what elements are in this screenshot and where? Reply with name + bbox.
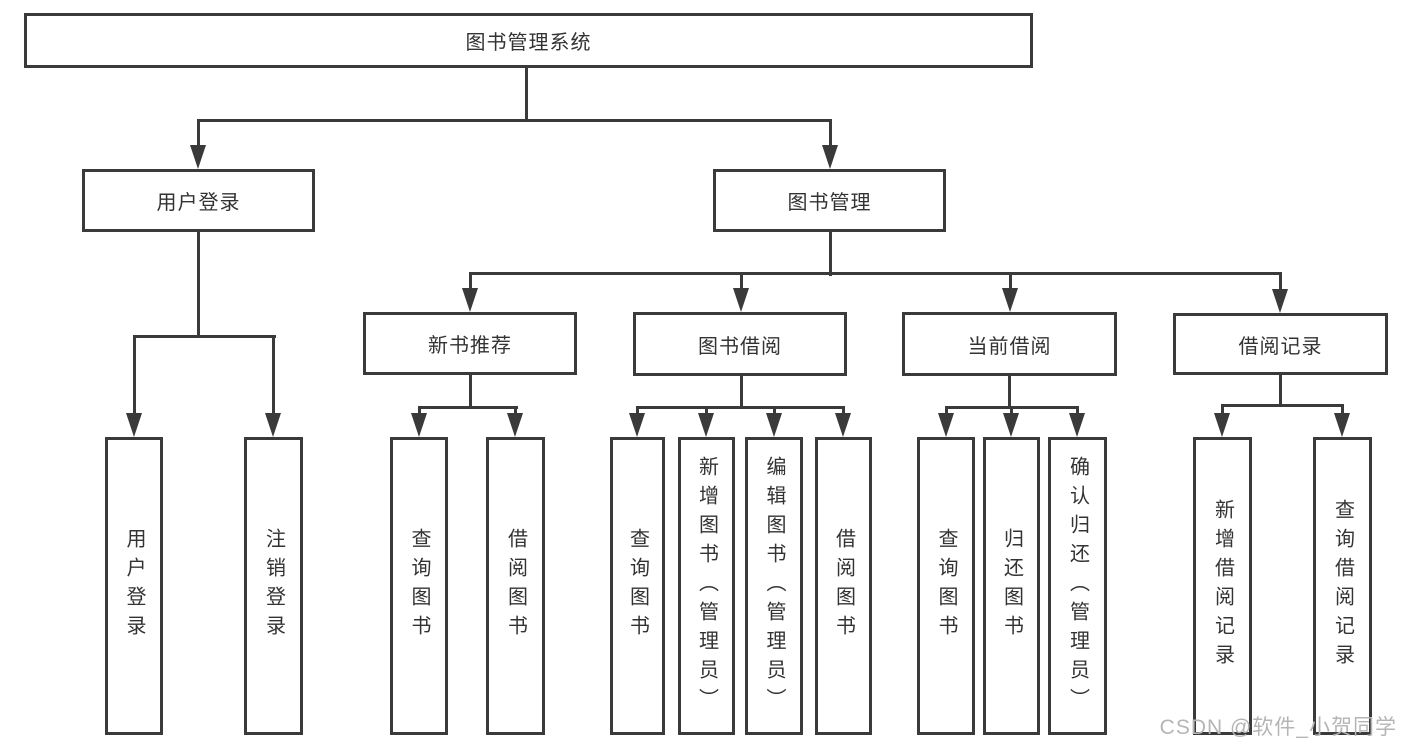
arrow-down-icon bbox=[766, 413, 782, 437]
leaf-logout-label: 注销登录 bbox=[262, 528, 285, 644]
arrow-down-icon bbox=[411, 413, 427, 437]
arrow-down-icon bbox=[265, 413, 281, 437]
arrow-down-icon bbox=[462, 288, 478, 312]
leaf-return-book: 归还图书 bbox=[983, 437, 1040, 735]
arrow-down-icon bbox=[1003, 413, 1019, 437]
watermark-text: CSDN @软件_小贺同学 bbox=[1159, 716, 1397, 739]
connector-line bbox=[740, 272, 743, 292]
leaf-add-book-admin-label: 新增图书（管理员） bbox=[695, 455, 718, 717]
arrow-down-icon bbox=[938, 413, 954, 437]
connector-line bbox=[740, 376, 743, 408]
connector-line bbox=[636, 406, 845, 409]
arrow-down-icon bbox=[1214, 413, 1230, 437]
connector-line bbox=[829, 119, 832, 149]
leaf-add-borrow-record: 新增借阅记录 bbox=[1193, 437, 1252, 735]
node-borrowing-records: 借阅记录 bbox=[1173, 313, 1388, 375]
arrow-down-icon bbox=[1334, 413, 1350, 437]
node-user-login: 用户登录 bbox=[82, 169, 315, 232]
leaf-query-book-recommend-label: 查询图书 bbox=[408, 528, 430, 644]
connector-line bbox=[133, 335, 136, 413]
leaf-query-book-current-label: 查询图书 bbox=[935, 528, 957, 644]
arrow-down-icon bbox=[629, 413, 645, 437]
node-current-borrowing: 当前借阅 bbox=[902, 312, 1117, 376]
node-current-borrowing-label: 当前借阅 bbox=[967, 335, 1052, 358]
connector-line bbox=[197, 119, 200, 149]
leaf-borrow-book-recommend: 借阅图书 bbox=[486, 437, 545, 735]
connector-line bbox=[469, 272, 1282, 275]
leaf-query-book-recommend: 查询图书 bbox=[390, 437, 448, 735]
connector-line bbox=[272, 335, 275, 413]
arrow-down-icon bbox=[1002, 288, 1018, 312]
connector-line bbox=[469, 375, 472, 409]
arrow-down-icon bbox=[1069, 413, 1085, 437]
node-book-management: 图书管理 bbox=[713, 169, 946, 232]
leaf-add-borrow-record-label: 新增借阅记录 bbox=[1211, 499, 1234, 673]
connector-line bbox=[525, 68, 528, 122]
node-book-management-label: 图书管理 bbox=[787, 192, 872, 214]
leaf-return-book-label: 归还图书 bbox=[1000, 528, 1023, 644]
connector-line bbox=[1221, 404, 1344, 407]
leaf-confirm-return-admin: 确认归还（管理员） bbox=[1048, 437, 1107, 735]
node-book-borrowing: 图书借阅 bbox=[633, 312, 847, 376]
arrow-down-icon bbox=[1272, 289, 1288, 313]
leaf-query-book-borrowing-label: 查询图书 bbox=[626, 528, 649, 644]
connector-line bbox=[1009, 272, 1012, 292]
connector-line bbox=[197, 232, 200, 338]
arrow-down-icon bbox=[507, 413, 523, 437]
arrow-down-icon bbox=[822, 145, 838, 169]
node-root-system: 图书管理系统 bbox=[24, 13, 1033, 68]
connector-line bbox=[197, 119, 831, 122]
leaf-query-book-current: 查询图书 bbox=[917, 437, 975, 735]
node-borrowing-records-label: 借阅记录 bbox=[1238, 335, 1323, 358]
connector-line bbox=[1279, 272, 1282, 292]
leaf-edit-book-admin: 编辑图书（管理员） bbox=[745, 437, 803, 735]
connector-line bbox=[1221, 404, 1224, 420]
node-book-borrowing-label: 图书借阅 bbox=[698, 335, 782, 358]
connector-line bbox=[1008, 376, 1011, 408]
node-new-book-recommend-label: 新书推荐 bbox=[428, 335, 512, 357]
leaf-borrow-book-borrowing-label: 借阅图书 bbox=[832, 528, 855, 644]
leaf-query-borrow-record-label: 查询借阅记录 bbox=[1331, 499, 1354, 673]
leaf-confirm-return-admin-label: 确认归还（管理员） bbox=[1066, 455, 1089, 717]
arrow-down-icon bbox=[190, 145, 206, 169]
connector-line bbox=[133, 335, 276, 338]
leaf-edit-book-admin-label: 编辑图书（管理员） bbox=[763, 455, 785, 717]
node-root-label: 图书管理系统 bbox=[465, 32, 592, 54]
node-user-login-label: 用户登录 bbox=[156, 192, 241, 214]
arrow-down-icon bbox=[126, 413, 142, 437]
node-new-book-recommend: 新书推荐 bbox=[363, 312, 577, 375]
arrow-down-icon bbox=[733, 288, 749, 312]
connector-line bbox=[469, 272, 472, 292]
connector-line bbox=[829, 232, 832, 276]
leaf-borrow-book-borrowing: 借阅图书 bbox=[815, 437, 872, 735]
leaf-query-book-borrowing: 查询图书 bbox=[610, 437, 665, 735]
leaf-user-login-label: 用户登录 bbox=[123, 528, 145, 644]
leaf-query-borrow-record: 查询借阅记录 bbox=[1313, 437, 1372, 735]
leaf-borrow-book-recommend-label: 借阅图书 bbox=[504, 528, 527, 644]
arrow-down-icon bbox=[698, 413, 714, 437]
connector-line bbox=[1341, 404, 1344, 420]
leaf-user-login: 用户登录 bbox=[105, 437, 163, 735]
connector-line bbox=[1279, 375, 1282, 407]
leaf-add-book-admin: 新增图书（管理员） bbox=[678, 437, 735, 735]
leaf-logout: 注销登录 bbox=[244, 437, 303, 735]
connector-line bbox=[418, 406, 518, 409]
arrow-down-icon bbox=[835, 413, 851, 437]
